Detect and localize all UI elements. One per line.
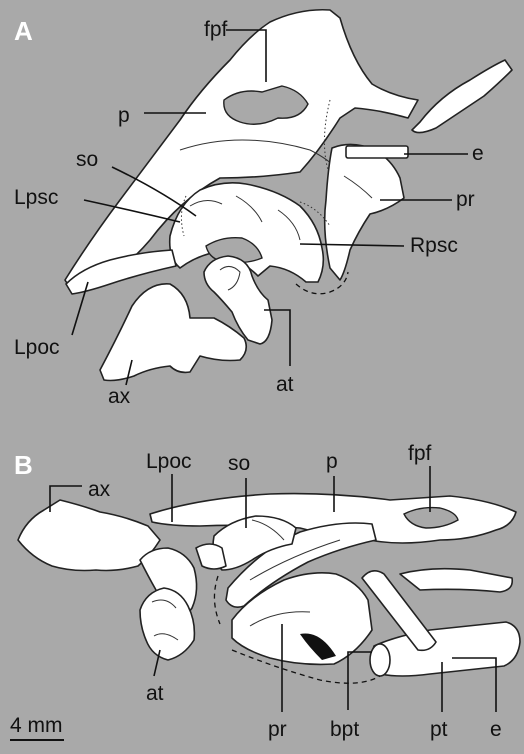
panel-b: B bbox=[14, 442, 520, 741]
process-b2 bbox=[196, 544, 226, 569]
label-ax-a: ax bbox=[108, 385, 131, 408]
label-e-a: e bbox=[472, 142, 484, 165]
label-lpoc-a: Lpoc bbox=[14, 336, 60, 359]
label-at-a: at bbox=[276, 373, 294, 396]
scale-bar-label: 4 mm bbox=[10, 714, 63, 737]
label-pt-b: pt bbox=[430, 718, 448, 741]
label-fpf-a: fpf bbox=[204, 18, 228, 41]
pterygoid-b bbox=[372, 622, 520, 676]
element-e-a bbox=[346, 146, 408, 158]
label-pr-b: pr bbox=[268, 718, 287, 741]
label-lpsc-a: Lpsc bbox=[14, 186, 58, 209]
scale-bar: 4 mm bbox=[10, 714, 64, 740]
label-rpsc-a: Rpsc bbox=[410, 234, 458, 257]
label-pr-a: pr bbox=[456, 188, 475, 211]
label-so-b: so bbox=[228, 452, 250, 475]
label-ax-b: ax bbox=[88, 478, 111, 501]
panel-a: A bbox=[14, 10, 512, 408]
panel-a-letter: A bbox=[14, 16, 33, 46]
label-bpt-b: bpt bbox=[330, 718, 359, 741]
prootic-a bbox=[325, 144, 404, 280]
label-at-b: at bbox=[146, 682, 164, 705]
front-bone-a bbox=[412, 60, 512, 133]
label-p-a: p bbox=[118, 104, 130, 127]
label-e-b: e bbox=[490, 718, 502, 741]
axis-b bbox=[18, 500, 160, 571]
label-fpf-b: fpf bbox=[408, 442, 432, 465]
label-lpoc-b: Lpoc bbox=[146, 450, 192, 473]
strut-b2 bbox=[400, 569, 512, 592]
label-p-b: p bbox=[326, 450, 338, 473]
panel-b-letter: B bbox=[14, 450, 33, 480]
label-so-a: so bbox=[76, 148, 98, 171]
pterygoid-end-b bbox=[370, 644, 390, 676]
leader-bpt-b bbox=[348, 652, 372, 710]
